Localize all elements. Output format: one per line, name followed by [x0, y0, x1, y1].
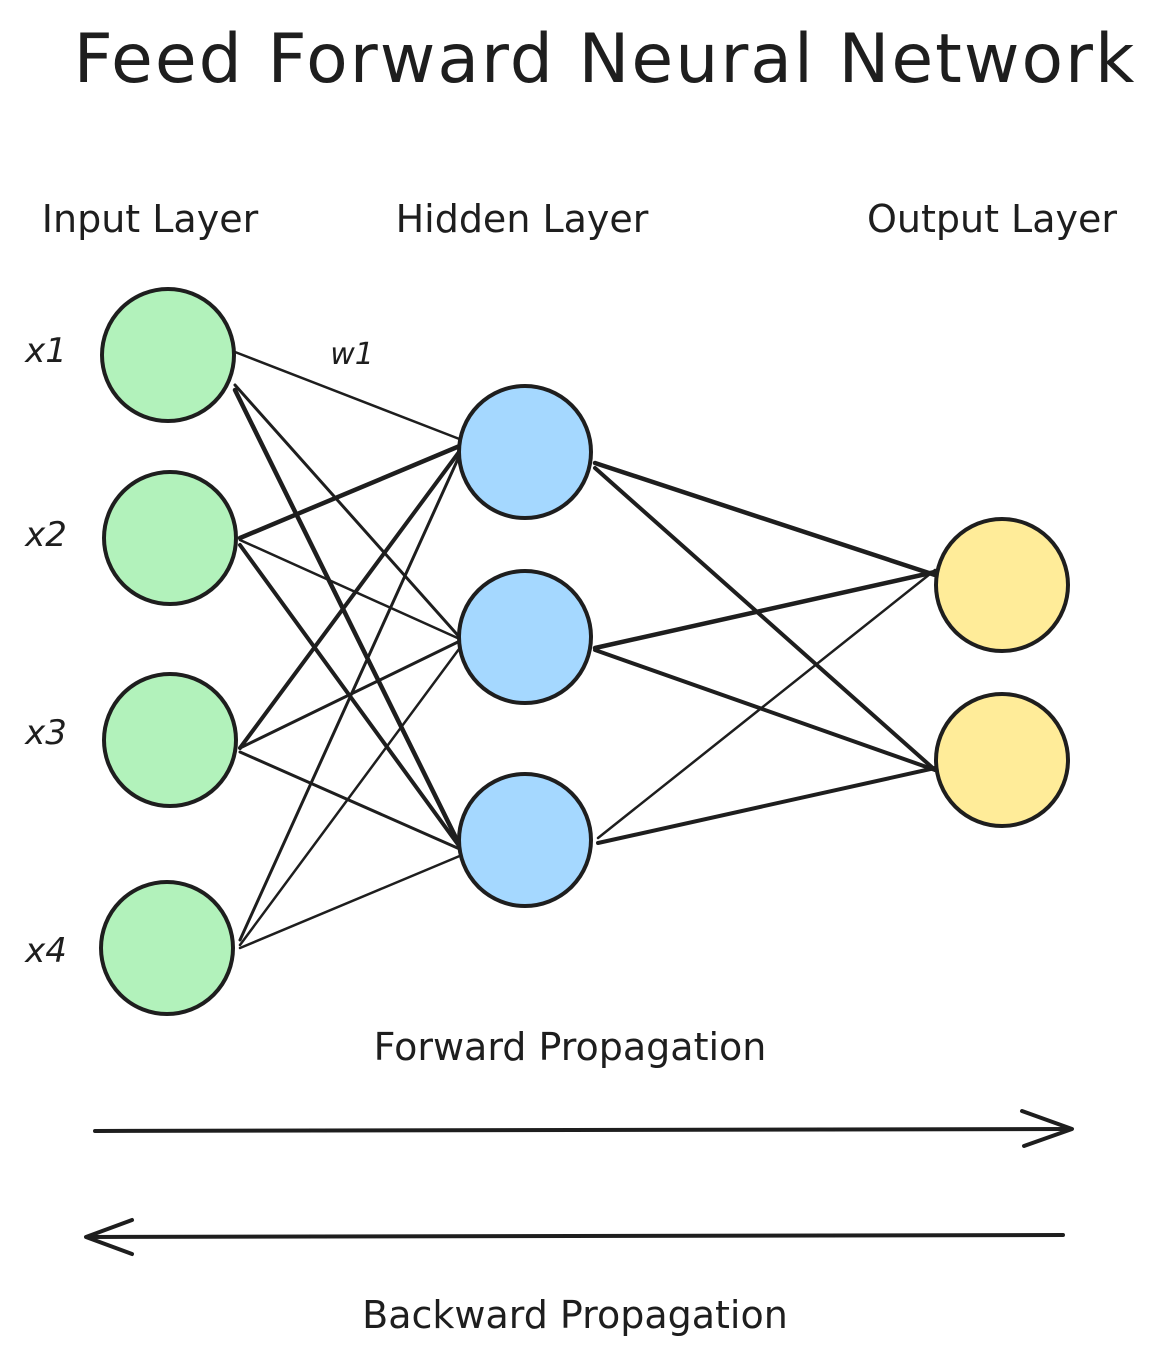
output-layer — [934, 517, 1070, 828]
hidden-layer — [457, 384, 593, 908]
backward-arrow — [84, 1218, 1065, 1256]
input-label-x4: x4 — [24, 931, 67, 971]
connections — [232, 350, 938, 950]
output-node-2 — [934, 692, 1070, 828]
backward-arrow-head — [84, 1218, 134, 1256]
forward-arrow-head — [1020, 1109, 1074, 1148]
diagram-title: Feed Forward Neural Network — [74, 20, 1137, 99]
backward-arrow-shaft — [86, 1233, 1065, 1239]
weight-label-w1: w1 — [330, 337, 374, 372]
edge-x2-h2 — [238, 538, 464, 642]
edge-x1-h3 — [232, 387, 465, 853]
edge-h3-o1 — [596, 568, 937, 840]
edge-h2-o2 — [593, 648, 937, 772]
input-layer-label: Input Layer — [42, 197, 259, 241]
edge-x2-h1 — [237, 442, 465, 541]
input-label-x1: x1 — [24, 331, 67, 371]
backward-propagation-label: Backward Propagation — [362, 1293, 788, 1337]
output-layer-label: Output Layer — [867, 197, 1117, 241]
hidden-node-2 — [457, 569, 593, 705]
edge-x1-h1 — [233, 350, 464, 442]
hidden-node-3 — [457, 772, 593, 908]
input-node-x1 — [100, 287, 236, 423]
edge-h2-o1 — [592, 569, 938, 651]
edge-h1-o2 — [593, 466, 937, 772]
forward-arrow-shaft — [93, 1127, 1072, 1133]
edge-x3-h3 — [238, 750, 464, 852]
edge-h1-o1 — [592, 460, 938, 578]
input-layer — [99, 287, 238, 1016]
forward-arrow — [93, 1109, 1074, 1148]
input-node-x2 — [102, 470, 238, 606]
edge-x4-h2 — [238, 643, 464, 947]
input-label-x2: x2 — [24, 515, 67, 555]
hidden-node-1 — [457, 384, 593, 520]
forward-propagation-label: Forward Propagation — [374, 1025, 767, 1069]
edge-x4-h1 — [238, 448, 464, 942]
output-node-1 — [934, 517, 1070, 653]
edge-x4-h3 — [238, 853, 464, 950]
input-label-x3: x3 — [24, 713, 67, 753]
input-node-x4 — [99, 880, 235, 1016]
input-node-x3 — [102, 672, 238, 808]
hidden-layer-label: Hidden Layer — [396, 197, 649, 241]
edge-x3-h1 — [238, 446, 464, 750]
edge-h3-o2 — [596, 766, 937, 845]
edge-x1-h2 — [233, 383, 464, 642]
